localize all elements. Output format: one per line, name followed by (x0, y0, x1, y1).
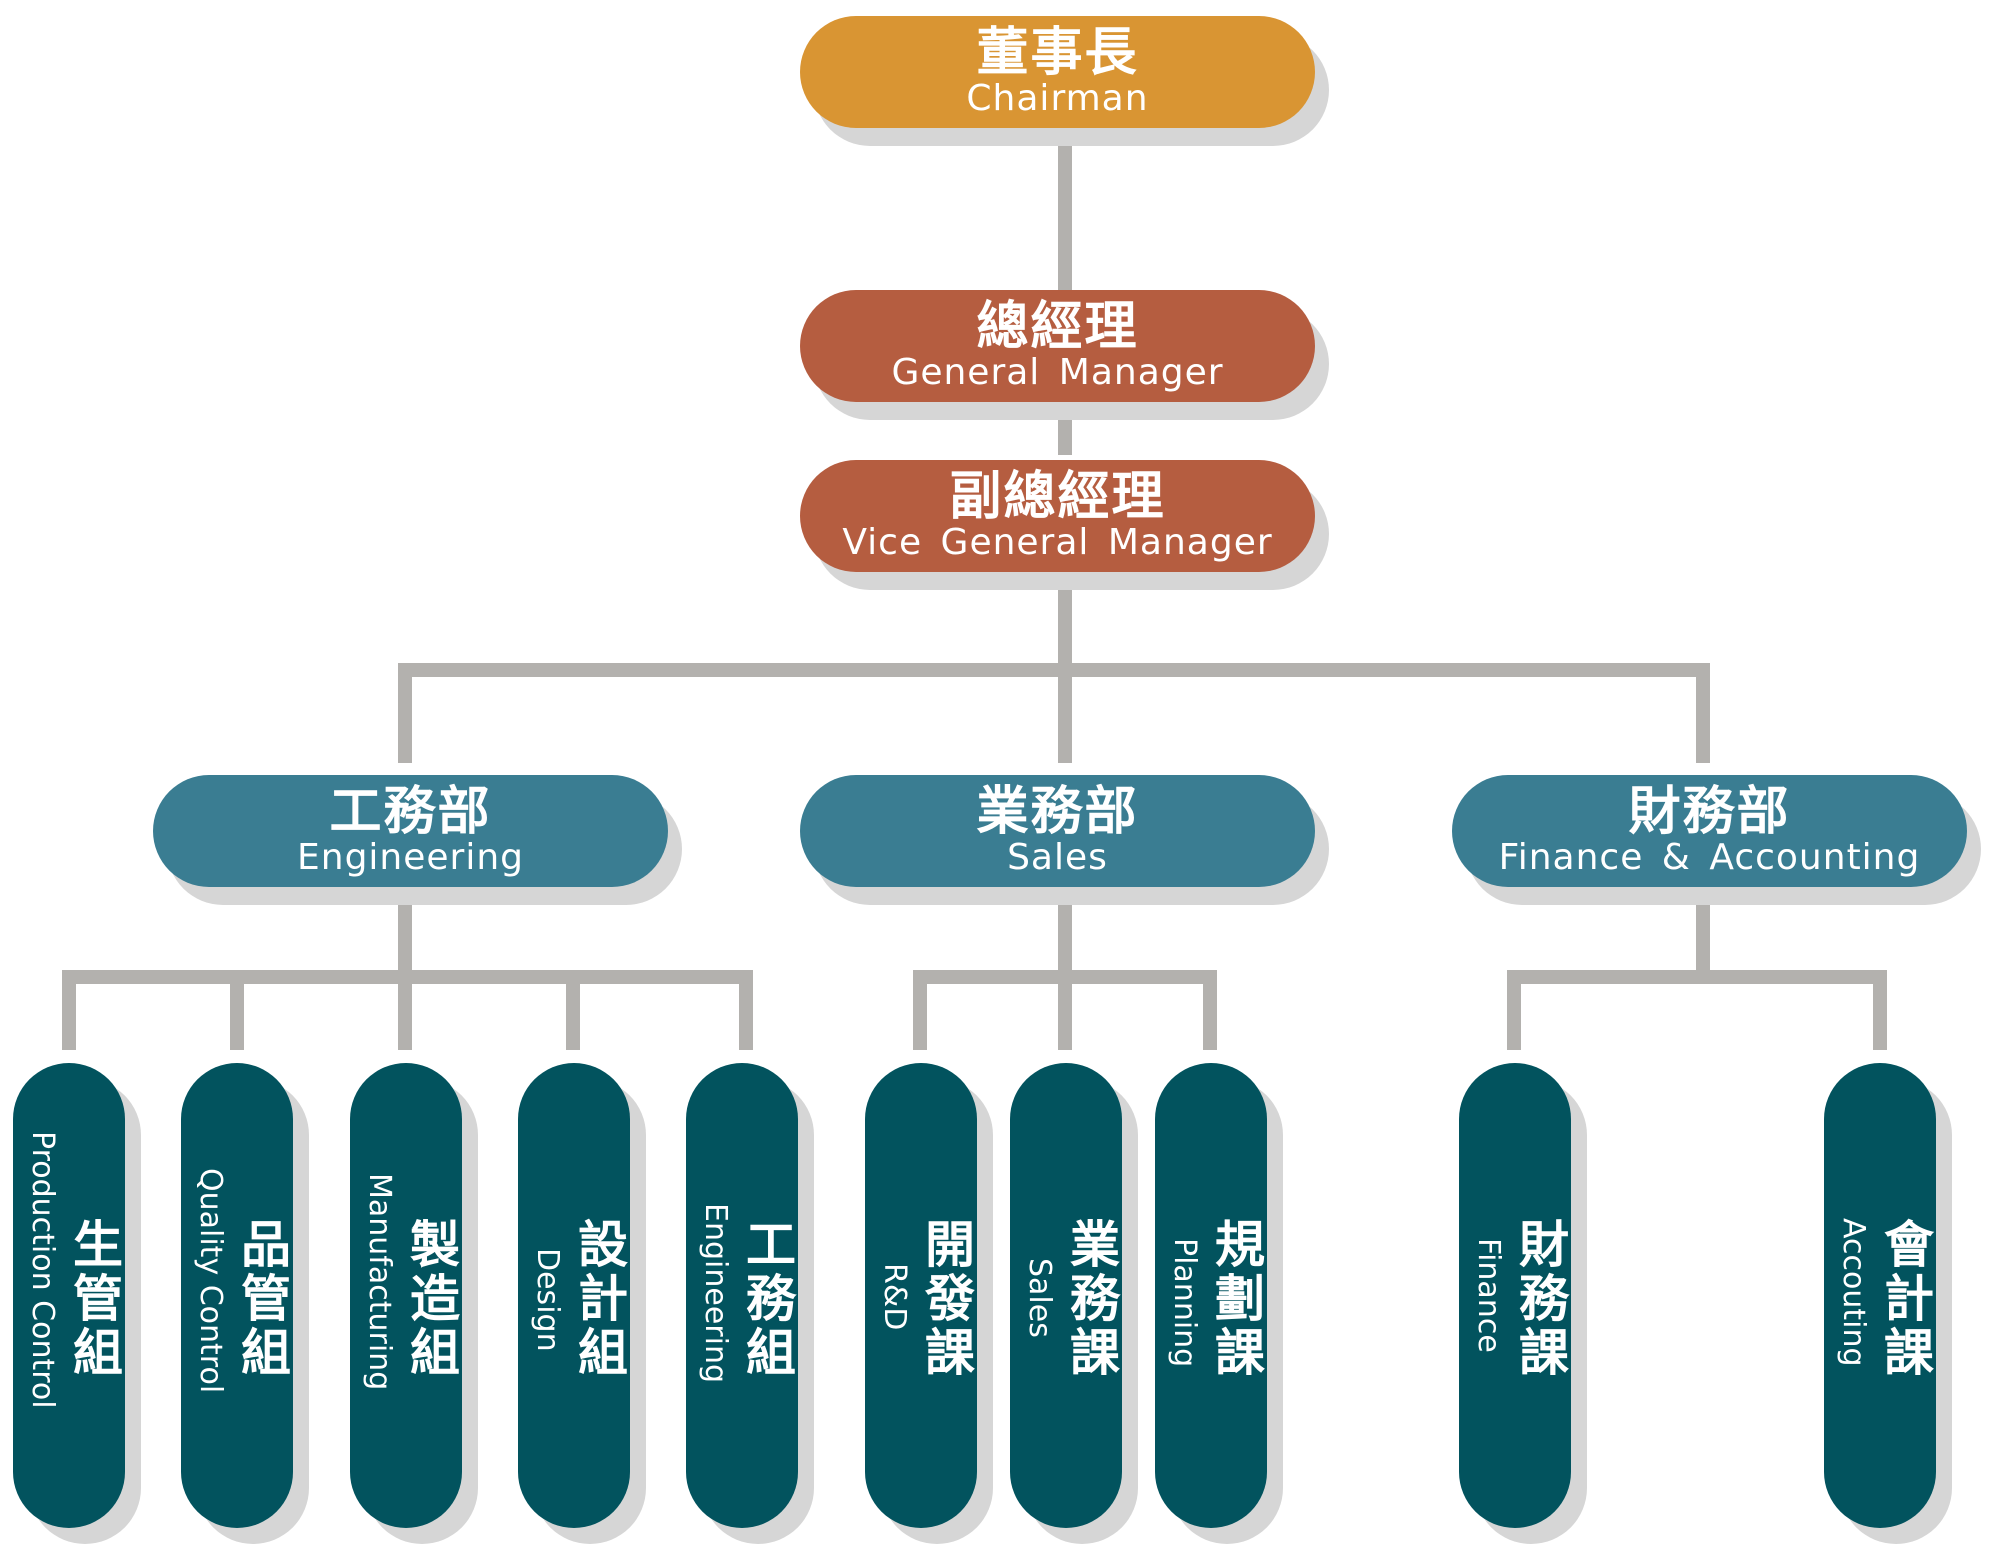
unit-finance-title-zh: 財務課 (1511, 1218, 1569, 1380)
unit-planning-box: 規劃課 Planning (1155, 1063, 1267, 1528)
unit-quality-control-title-zh: 品管組 (233, 1218, 291, 1380)
connector-drop-engineering (398, 663, 412, 763)
unit-rnd-title-zh: 開發課 (917, 1218, 975, 1380)
vice-general-manager-title-en: Vice General Manager (842, 522, 1273, 564)
connector-finance-stem (1696, 885, 1710, 980)
unit-sales-box: 業務課 Sales (1010, 1063, 1122, 1528)
unit-engineering-title-zh: 工務組 (738, 1218, 796, 1380)
unit-planning-title-en: Planning (1167, 1238, 1202, 1368)
connector-vgm-bus (1058, 585, 1072, 670)
connector-engineering-unit-5 (739, 970, 753, 1050)
connector-department-bus (398, 663, 1710, 677)
connector-engineering-unit-3 (398, 970, 412, 1050)
chairman-title-zh: 董事長 (976, 22, 1139, 83)
unit-quality-control-title-en: Quality Control (193, 1168, 228, 1394)
chairman-box: 董事長 Chairman (800, 16, 1315, 128)
unit-accounting-title-zh: 會計課 (1876, 1218, 1934, 1380)
connector-engineering-stem (398, 885, 412, 980)
unit-manufacturing-box: 製造組 Manufacturing (350, 1063, 462, 1528)
unit-production-control-title-zh: 生管組 (65, 1218, 123, 1380)
connector-engineering-unit-2 (230, 970, 244, 1050)
unit-finance-title-en: Finance (1471, 1238, 1506, 1353)
connector-finance-unit-2 (1873, 970, 1887, 1050)
department-finance-box: 財務部 Finance & Accounting (1452, 775, 1967, 887)
general-manager-box: 總經理 General Manager (800, 290, 1315, 402)
connector-sales-unit-3 (1203, 970, 1217, 1050)
general-manager-title-zh: 總經理 (976, 296, 1139, 357)
unit-rnd-title-en: R&D (877, 1263, 912, 1331)
department-engineering-title-zh: 工務部 (329, 781, 492, 842)
unit-manufacturing-title-en: Manufacturing (362, 1173, 397, 1391)
department-finance-title-en: Finance & Accounting (1498, 837, 1921, 879)
vice-general-manager-title-zh: 副總經理 (949, 466, 1166, 527)
general-manager-title-en: General Manager (891, 352, 1224, 394)
unit-rnd-box: 開發課 R&D (865, 1063, 977, 1528)
department-sales-title-zh: 業務部 (976, 781, 1139, 842)
unit-engineering-box: 工務組 Engineering (686, 1063, 798, 1528)
unit-production-control-title-en: Production Control (25, 1131, 60, 1409)
unit-design-box: 設計組 Design (518, 1063, 630, 1528)
department-engineering-box: 工務部 Engineering (153, 775, 668, 887)
connector-finance-bus (1507, 970, 1887, 984)
unit-accounting-box: 會計課 Accouting (1824, 1063, 1936, 1528)
connector-sales-unit-1 (913, 970, 927, 1050)
chairman-title-en: Chairman (966, 78, 1149, 120)
connector-engineering-unit-4 (566, 970, 580, 1050)
department-sales-title-en: Sales (1007, 837, 1108, 879)
connector-gm-vgm (1058, 415, 1072, 455)
unit-production-control-box: 生管組 Production Control (13, 1063, 125, 1528)
connector-drop-finance (1696, 663, 1710, 763)
unit-quality-control-box: 品管組 Quality Control (181, 1063, 293, 1528)
unit-accounting-title-en: Accouting (1836, 1218, 1871, 1367)
unit-design-title-zh: 設計組 (570, 1218, 628, 1380)
unit-engineering-title-en: Engineering (698, 1203, 733, 1383)
connector-engineering-unit-1 (62, 970, 76, 1050)
unit-design-title-en: Design (530, 1248, 565, 1352)
connector-sales-unit-2 (1058, 970, 1072, 1050)
connector-drop-sales (1058, 663, 1072, 763)
unit-sales-title-en: Sales (1022, 1258, 1057, 1338)
department-engineering-title-en: Engineering (297, 837, 524, 879)
connector-finance-unit-1 (1507, 970, 1521, 1050)
vice-general-manager-box: 副總經理 Vice General Manager (800, 460, 1315, 572)
department-sales-box: 業務部 Sales (800, 775, 1315, 887)
connector-chairman-gm (1058, 145, 1072, 300)
unit-sales-title-zh: 業務課 (1062, 1218, 1120, 1380)
department-finance-title-zh: 財務部 (1628, 781, 1791, 842)
unit-manufacturing-title-zh: 製造組 (402, 1218, 460, 1380)
unit-planning-title-zh: 規劃課 (1207, 1218, 1265, 1380)
unit-finance-box: 財務課 Finance (1459, 1063, 1571, 1528)
connector-sales-stem (1058, 885, 1072, 980)
